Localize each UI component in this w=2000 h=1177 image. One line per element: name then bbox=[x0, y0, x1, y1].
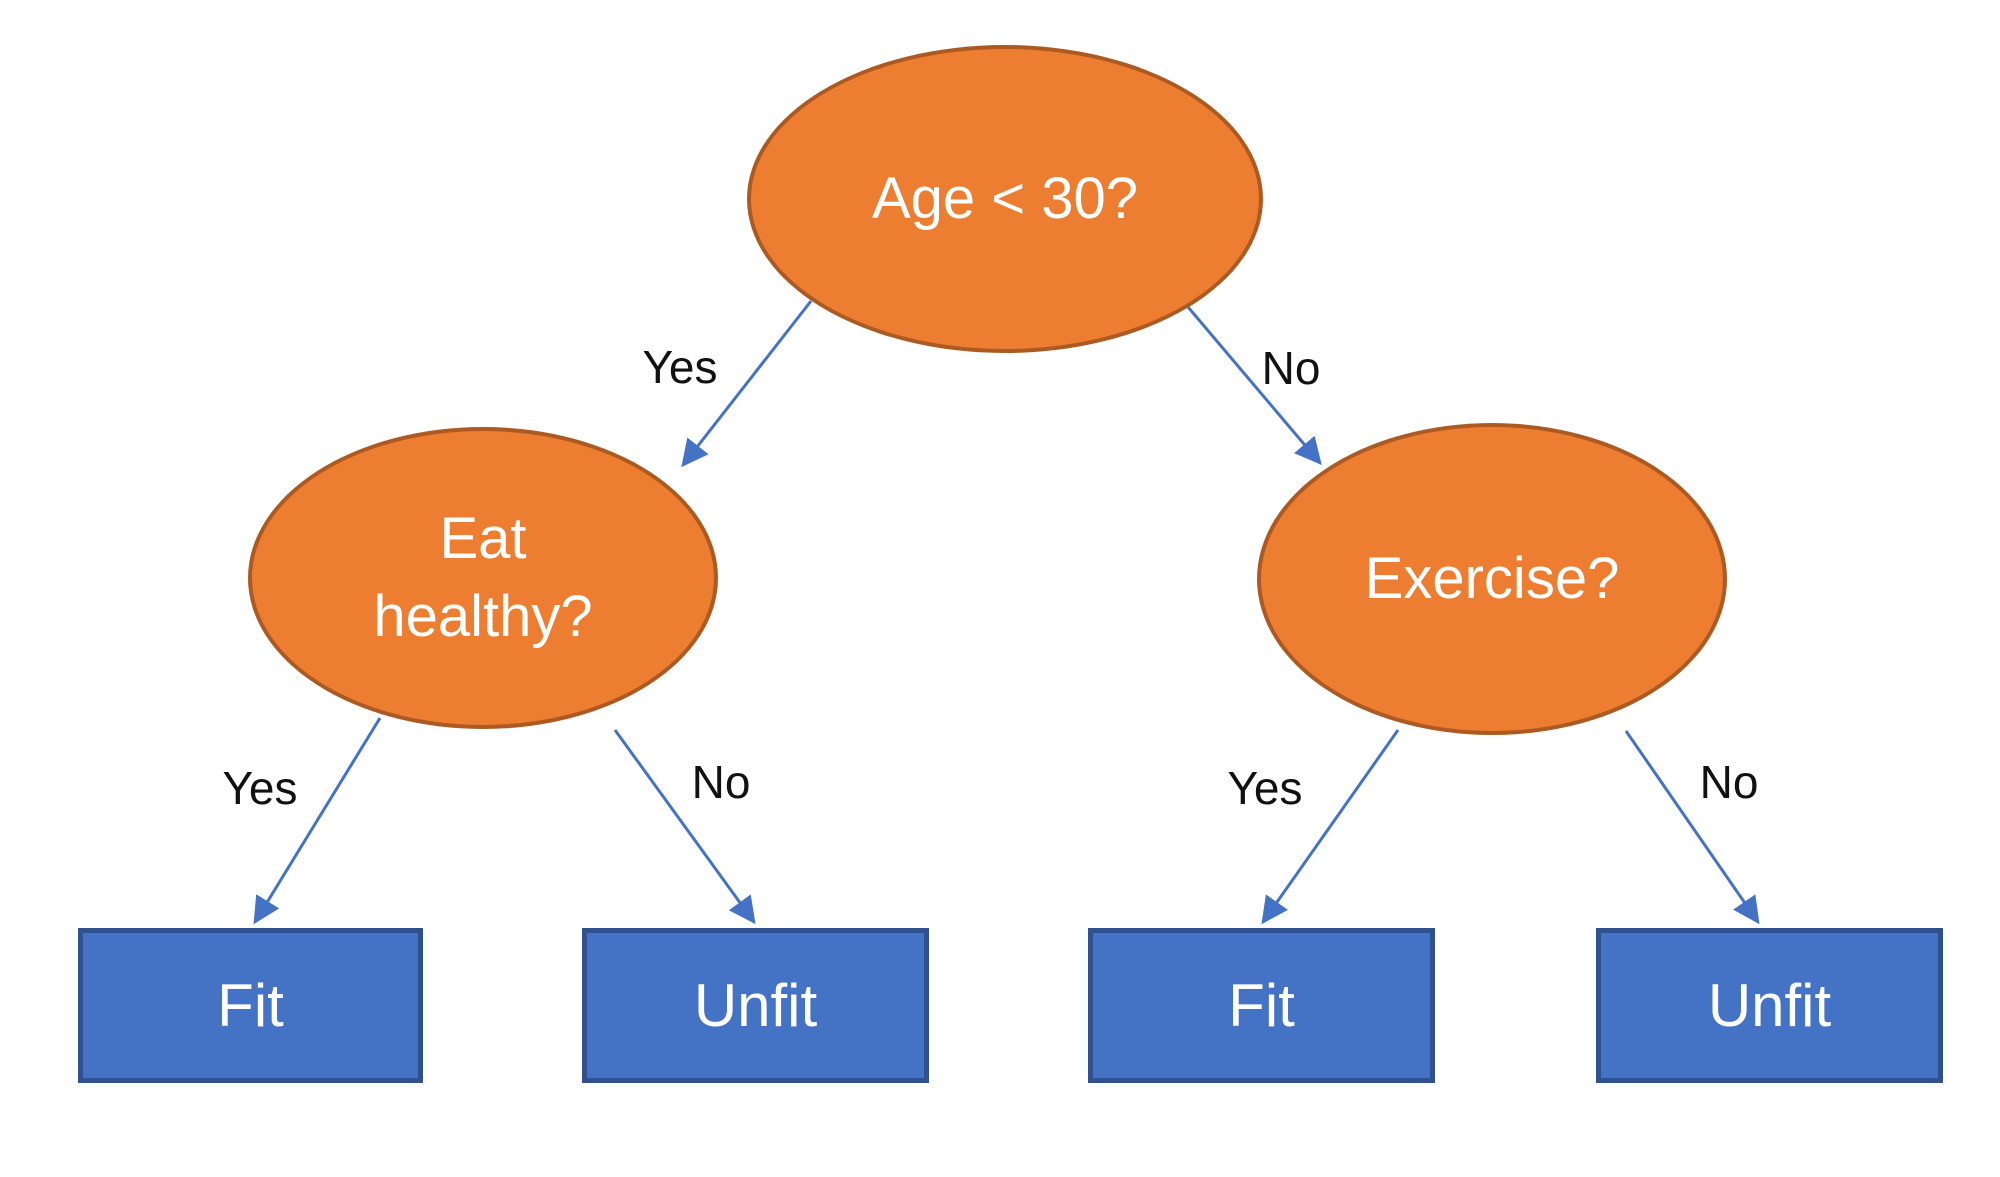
decision-node-eat-healthy-label: Eat healthy? bbox=[373, 505, 593, 649]
edge-label-eat-healthy-no: No bbox=[691, 756, 751, 808]
leaf-node-unfit-right-label: Unfit bbox=[1707, 972, 1832, 1039]
leaf-node-fit-right: Fit bbox=[1088, 928, 1435, 1083]
edge-label-age-no: No bbox=[1261, 342, 1321, 394]
leaf-node-fit-left-label: Fit bbox=[217, 972, 284, 1039]
leaf-node-unfit-right: Unfit bbox=[1596, 928, 1943, 1083]
leaf-node-unfit-left: Unfit bbox=[582, 928, 929, 1083]
decision-node-eat-healthy: Eat healthy? bbox=[248, 427, 718, 729]
decision-node-age: Age < 30? bbox=[747, 45, 1263, 353]
edge-label-age-yes: Yes bbox=[642, 341, 718, 393]
leaf-node-unfit-left-label: Unfit bbox=[693, 972, 818, 1039]
edge-label-exercise-no: No bbox=[1699, 756, 1759, 808]
arrow-exercise-to-fit bbox=[1261, 729, 1400, 925]
decision-node-exercise-label: Exercise? bbox=[1364, 545, 1620, 611]
decision-node-exercise: Exercise? bbox=[1257, 423, 1727, 735]
decision-node-age-label: Age < 30? bbox=[871, 165, 1139, 231]
edge-label-eat-healthy-yes: Yes bbox=[222, 762, 298, 814]
arrow-eat-healthy-to-fit bbox=[253, 717, 382, 925]
leaf-node-fit-left: Fit bbox=[78, 928, 423, 1083]
leaf-node-fit-right-label: Fit bbox=[1228, 972, 1295, 1039]
edge-label-exercise-yes: Yes bbox=[1227, 762, 1303, 814]
